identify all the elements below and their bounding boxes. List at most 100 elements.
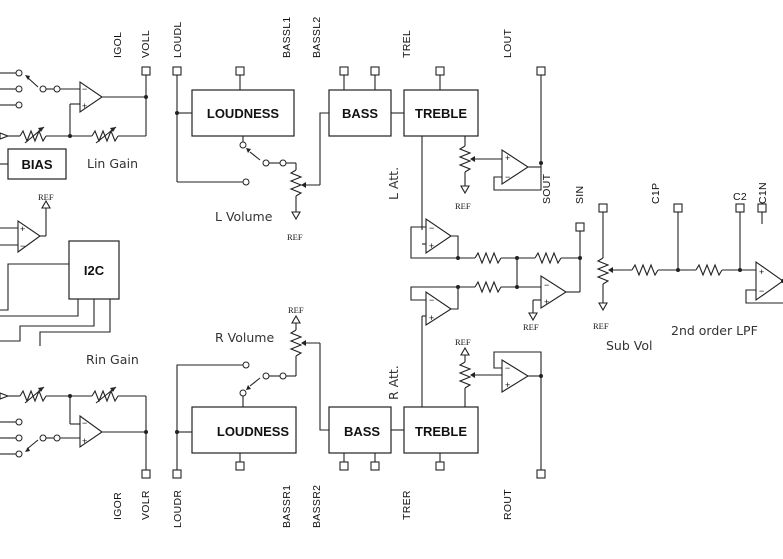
svg-text:REF: REF	[38, 192, 54, 202]
pin-igol: IGOL	[112, 32, 124, 58]
pin-voll: VOLL	[140, 30, 152, 80]
lin-gain-network	[0, 80, 148, 144]
pin-bassr1: BASSR1	[281, 485, 293, 528]
pin-bassr2: BASSR2	[311, 485, 323, 528]
svg-text:−: −	[759, 286, 764, 296]
svg-text:−: −	[429, 223, 434, 233]
loudness-block-l: LOUDNESS	[175, 89, 295, 137]
svg-text:+: +	[759, 267, 764, 277]
sub-vol-label: Sub Vol	[606, 338, 652, 353]
svg-text:TRER: TRER	[401, 490, 413, 520]
l-out-opamp: + −	[493, 148, 543, 191]
svg-text:−: −	[544, 280, 549, 290]
pin-loudr: LOUDR	[172, 469, 184, 528]
svg-text:−: −	[82, 418, 87, 428]
l-volume-pot	[289, 112, 329, 221]
lpf-network	[631, 212, 756, 277]
rin-gain-network	[0, 386, 148, 470]
svg-text:−: −	[505, 363, 510, 373]
treble-block-r: TREBLE	[403, 406, 479, 454]
mix-resistors	[456, 251, 580, 294]
pin-sin: SIN	[574, 186, 586, 232]
pin-c1p: C1P	[650, 183, 683, 213]
svg-text:SOUT: SOUT	[541, 173, 553, 204]
pin-volr: VOLR	[140, 469, 152, 520]
l-att-label: L Att.	[386, 167, 401, 200]
sub-mix-opamp: − + REF	[523, 231, 582, 332]
r-att-label: R Att.	[386, 365, 401, 400]
svg-text:REF: REF	[455, 337, 471, 347]
l-volume-switch	[177, 136, 296, 186]
svg-text:REF: REF	[523, 322, 539, 332]
svg-text:REF: REF	[593, 321, 609, 331]
svg-text:C1N: C1N	[757, 182, 769, 204]
svg-text:−: −	[82, 84, 87, 94]
svg-text:TREBLE: TREBLE	[415, 106, 467, 121]
svg-text:+: +	[544, 297, 549, 307]
bass-block-r: BASS	[328, 406, 404, 454]
svg-text:−: −	[505, 172, 510, 182]
loudness-block-r: LOUDNESS	[175, 406, 297, 454]
l-volume-label: L Volume	[215, 209, 273, 224]
pin-lout: LOUT	[502, 29, 546, 162]
r-volume-pot: REF	[286, 305, 329, 431]
right-input-opamp: − +	[69, 396, 146, 449]
svg-text:−: −	[20, 241, 25, 251]
svg-text:LOUT: LOUT	[502, 29, 514, 58]
svg-text:LOUDR: LOUDR	[172, 490, 184, 528]
treble-block-l: TREBLE	[403, 89, 479, 137]
pin-c2: C2	[733, 191, 747, 213]
svg-text:BASSR2: BASSR2	[311, 485, 323, 528]
svg-text:BASS: BASS	[344, 424, 380, 439]
svg-text:+: +	[82, 436, 87, 446]
svg-text:TREL: TREL	[401, 30, 413, 58]
r-att-buffer-opamp: − +	[410, 286, 459, 411]
lin-gain-label: Lin Gain	[87, 156, 138, 171]
pin-bassl1: BASSL1	[235, 17, 293, 90]
svg-text:ROUT: ROUT	[502, 489, 514, 520]
right-input-selector	[0, 418, 80, 458]
pin-c1n: C1N	[757, 182, 769, 213]
svg-text:C1P: C1P	[650, 183, 662, 204]
svg-text:+: +	[505, 380, 510, 390]
left-input-selector	[0, 69, 80, 109]
svg-text:IGOL: IGOL	[112, 32, 124, 58]
pin-trel: TREL	[401, 30, 445, 90]
svg-text:VOLR: VOLR	[140, 490, 152, 520]
r-volume-label: R Volume	[215, 330, 274, 345]
lpf-label: 2nd order LPF	[671, 323, 758, 338]
svg-text:BASSL2: BASSL2	[311, 17, 323, 59]
pins-loudness-r	[235, 453, 245, 471]
pin-loudl: LOUDL	[172, 21, 184, 182]
svg-text:VOLL: VOLL	[140, 30, 152, 58]
pins-bass-r	[339, 453, 380, 471]
svg-text:LOUDNESS: LOUDNESS	[217, 424, 290, 439]
svg-text:BIAS: BIAS	[21, 157, 52, 172]
svg-text:+: +	[429, 313, 434, 323]
pin-igor: IGOR	[112, 492, 124, 520]
lpf-opamp: + −	[745, 212, 783, 304]
svg-text:+: +	[505, 153, 510, 163]
l-att-buffer-opamp: − +	[410, 217, 475, 260]
svg-text:BASS: BASS	[342, 106, 378, 121]
pin-rout: ROUT	[502, 469, 546, 520]
svg-text:BASSL1: BASSL1	[281, 17, 293, 59]
ref-buffer-opamp: + − REF	[0, 192, 54, 254]
svg-text:−: −	[429, 295, 434, 305]
bass-block-l: BASS	[328, 89, 404, 137]
svg-text:REF: REF	[455, 201, 471, 211]
svg-text:SIN: SIN	[574, 186, 586, 204]
svg-text:LOUDL: LOUDL	[172, 21, 184, 58]
pin-bassl2: BASSL2	[311, 17, 323, 59]
bias-block: BIAS	[0, 148, 67, 180]
r-att-network: REF	[455, 337, 502, 407]
svg-text:+: +	[20, 224, 25, 234]
l-att-network: REF	[421, 136, 502, 230]
svg-text:BASSR1: BASSR1	[281, 485, 293, 528]
r-volume-switch	[176, 361, 287, 470]
pin-sout: SOUT	[541, 173, 553, 204]
svg-text:+: +	[429, 241, 434, 251]
pins-bass-l	[339, 66, 380, 90]
svg-text:TREBLE: TREBLE	[415, 424, 467, 439]
